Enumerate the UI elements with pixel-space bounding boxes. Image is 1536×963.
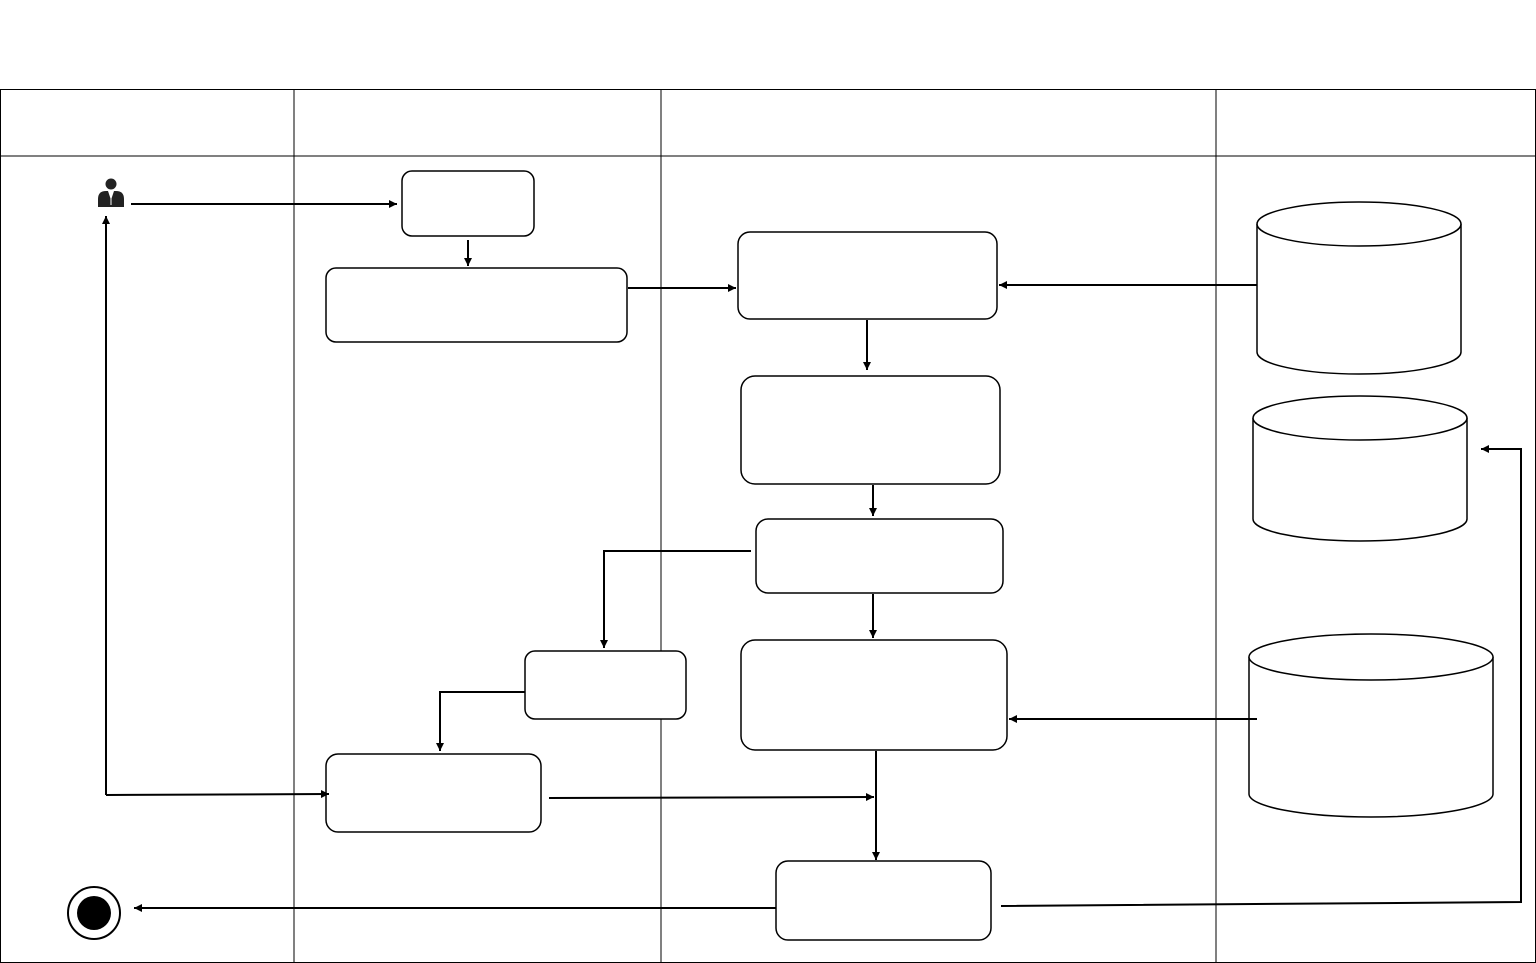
process-box-2[interactable]: [740, 375, 1001, 485]
process-box-1[interactable]: [737, 231, 998, 320]
arrow-loop-to-result: [105, 790, 330, 799]
arrow-output-to-database-2: [1000, 445, 1522, 907]
arrow-result-to-merge: [548, 793, 875, 802]
end-node-icon: [67, 886, 121, 940]
process-box-4[interactable]: [740, 639, 1008, 751]
side-box[interactable]: [524, 650, 687, 720]
connectors: [102, 200, 1522, 912]
database-1[interactable]: [1256, 201, 1462, 375]
database-2[interactable]: [1252, 395, 1468, 542]
output-box[interactable]: [775, 860, 992, 941]
arrow-side-box-to-result: [436, 691, 525, 751]
arrow-process-3-to-side-box: [600, 550, 751, 648]
user-icon: [98, 178, 124, 207]
result-box[interactable]: [325, 753, 542, 833]
start-box[interactable]: [401, 170, 535, 237]
input-box[interactable]: [325, 267, 628, 343]
database-3[interactable]: [1248, 633, 1494, 818]
process-box-3[interactable]: [755, 518, 1004, 594]
